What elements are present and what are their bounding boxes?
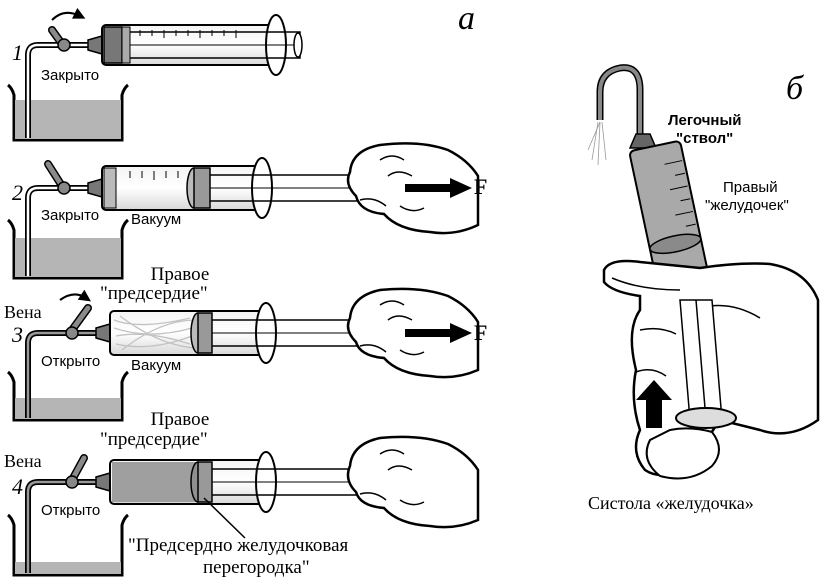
step-number-1: 1 xyxy=(12,40,23,65)
force-label-3: F xyxy=(474,320,488,345)
row-2 xyxy=(7,142,480,280)
panel-a-letter: а xyxy=(458,0,475,37)
valve-state-2: Закрыто xyxy=(41,207,100,224)
beaker-4 xyxy=(7,513,129,577)
beaker-2 xyxy=(7,218,129,280)
septum-label-line2: перегородка" xyxy=(203,557,310,578)
force-label-2: F xyxy=(474,174,488,199)
row-1 xyxy=(7,7,303,142)
step-number-4: 4 xyxy=(12,474,23,499)
valve-state-4: Открыто xyxy=(41,502,101,519)
panel-b-letter: б xyxy=(786,70,804,107)
vein-label-4: Вена xyxy=(4,451,42,471)
valve-state-3: Открыто xyxy=(41,353,101,370)
liquid-4 xyxy=(15,562,121,574)
tube-4 xyxy=(25,479,100,573)
caption-b: Систола «желудочка» xyxy=(588,493,754,513)
liquid-3 xyxy=(15,398,121,419)
force-arrow-2 xyxy=(405,178,472,198)
row-4 xyxy=(7,435,480,577)
row-3 xyxy=(7,287,480,422)
trunk-label-line1: Легочный xyxy=(668,112,742,129)
panel-b-illustration xyxy=(587,64,820,480)
step-number-3: 3 xyxy=(12,322,23,347)
valve-4 xyxy=(65,475,79,489)
septum-pointer-4 xyxy=(203,497,246,539)
liquid-barrel-4 xyxy=(112,462,198,502)
liquid-1 xyxy=(15,100,121,139)
atrium-label-3-line1: Правое xyxy=(150,264,210,285)
push-arrow-b xyxy=(636,380,672,428)
valve-2 xyxy=(57,181,71,195)
atrium-label-4-line2: "предсердие" xyxy=(100,429,208,450)
beaker-1 xyxy=(7,83,129,142)
liquid-2 xyxy=(15,238,121,277)
valve-3 xyxy=(65,326,79,340)
beaker-3 xyxy=(7,370,129,422)
rotate-arrow-3 xyxy=(59,289,91,302)
ventricle-label-line2: "желудочек" xyxy=(705,197,789,214)
vacuum-label-3: Вакуум xyxy=(131,357,182,374)
trunk-label-line2: "ствол" xyxy=(676,130,734,147)
atrium-label-4-line1: Правое xyxy=(150,409,210,430)
hand-4 xyxy=(346,435,480,529)
force-arrow-3 xyxy=(405,323,472,343)
valve-state-1: Закрыто xyxy=(41,67,100,84)
inflow-streaks-3 xyxy=(113,315,197,351)
rotate-arrow-1 xyxy=(51,7,86,21)
ventricle-label-line1: Правый xyxy=(723,179,778,196)
vein-label-3: Вена xyxy=(4,302,42,322)
valve-1 xyxy=(57,38,71,52)
step-number-2: 2 xyxy=(12,180,23,205)
septum-label-line1: "Предсердно желудочковая xyxy=(128,535,349,556)
vacuum-label-2: Вакуум xyxy=(131,211,182,228)
atrium-label-3-line2: "предсердие" xyxy=(100,283,208,304)
